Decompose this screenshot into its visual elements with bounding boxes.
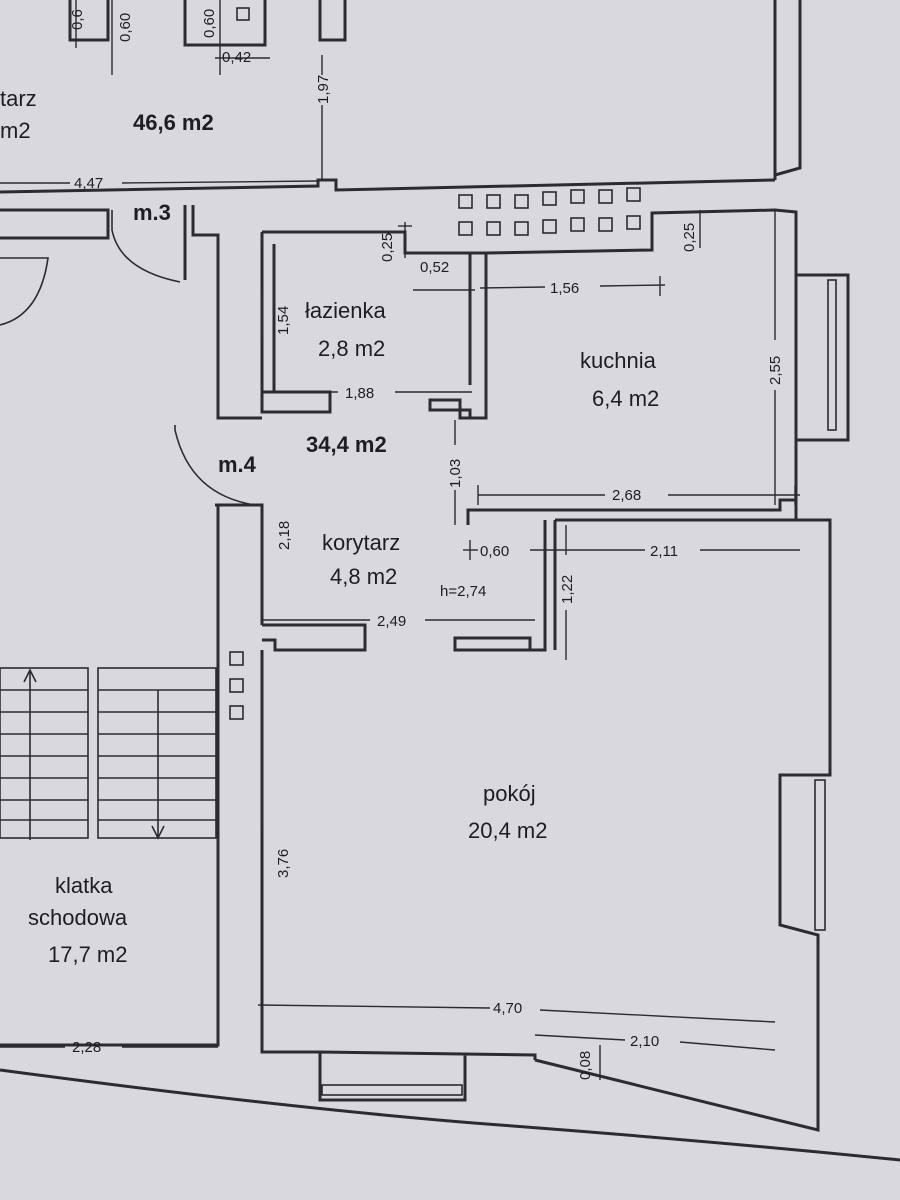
dimension-labels: 4,47 1,97 0,6 0,60 0,60 0,42 0,25 0,52 1… [69, 9, 784, 1080]
vent-duct [458, 194, 473, 209]
dim-label: 2,28 [72, 1039, 101, 1056]
vent-duct [229, 678, 244, 693]
vent-duct [570, 217, 585, 232]
flat-label-m4: m.4 [218, 452, 257, 477]
wall-bottom [318, 1050, 537, 1102]
window-bottom [321, 1084, 463, 1096]
dim-label: 0,60 [201, 9, 218, 38]
window-kitchen [827, 279, 837, 431]
dim-label: 4,47 [74, 175, 103, 192]
dim-label: 0,25 [681, 223, 698, 252]
vent-duct [514, 221, 529, 236]
vent-duct [542, 191, 557, 206]
stair-treads [0, 689, 216, 821]
vent-duct [598, 217, 613, 232]
dim-label: 1,88 [345, 385, 374, 402]
room-area-bathroom: 2,8 m2 [318, 336, 385, 361]
vent-duct [514, 194, 529, 209]
dim-label: 0,52 [420, 259, 449, 276]
vent-duct [570, 189, 585, 204]
wall-hall-left [0, 390, 332, 1054]
room-name-staircase-2: schodowa [28, 905, 128, 930]
dim-label: 2,11 [650, 543, 678, 560]
vent-duct [542, 219, 557, 234]
doors [0, 210, 256, 506]
room-area-top-left: m2 [0, 118, 31, 143]
dim-label: 2,68 [612, 487, 641, 504]
room-name-bathroom: łazienka [305, 298, 386, 323]
dim-label: 0,6 [69, 9, 86, 30]
walls [0, 0, 900, 1162]
room-name-corridor: korytarz [322, 530, 400, 555]
dim-label: 2,55 [767, 356, 784, 385]
stairs-up-arrow [23, 668, 37, 840]
room-name-top-left: tarz [0, 86, 37, 111]
dim-label: 2,49 [377, 613, 406, 630]
ceiling-height: h=2,74 [440, 583, 486, 600]
wall-m3-partition [0, 205, 262, 420]
room-name-staircase-1: klatka [55, 873, 113, 898]
flat-area-m4: 34,4 m2 [306, 432, 387, 457]
vent-duct [598, 189, 613, 204]
flat-label-m3: m.3 [133, 200, 171, 225]
dim-label: 2,18 [276, 521, 293, 550]
wall-upper-left [68, 0, 267, 47]
room-name-kitchen: kuchnia [580, 348, 657, 373]
vent-duct [626, 187, 641, 202]
wall-upper-pillar [318, 0, 347, 42]
dim-label: 1,03 [447, 459, 464, 488]
flat-area-m3: 46,6 m2 [133, 110, 214, 135]
vent-duct [626, 215, 641, 230]
vent-duct [236, 7, 250, 21]
wall-corridor [262, 518, 796, 652]
wall-bottom-curve [0, 1068, 900, 1162]
dim-label: 0,60 [117, 13, 134, 42]
wall-kitchen [428, 208, 798, 525]
dim-label: 1,54 [275, 306, 292, 335]
dim-label: 2,10 [630, 1033, 659, 1050]
door-m3 [111, 210, 181, 283]
dim-label: 0,60 [480, 543, 509, 560]
dim-label: 4,70 [493, 1000, 522, 1017]
stairs-flight-left [0, 667, 89, 839]
dim-label: 1,56 [550, 280, 579, 297]
staircase [0, 667, 217, 840]
ventilation-ducts [229, 7, 641, 720]
vent-duct [458, 221, 473, 236]
door-m3-left [0, 257, 49, 326]
wall-right [534, 212, 850, 1132]
window-room [814, 779, 826, 931]
room-area-corridor: 4,8 m2 [330, 564, 397, 589]
room-name-living: pokój [483, 781, 536, 806]
dim-label: 0,42 [222, 49, 251, 66]
stairs-flight-right [97, 667, 217, 839]
dim-label: 0,08 [577, 1051, 594, 1080]
dimension-lines [0, 0, 800, 1080]
room-area-kitchen: 6,4 m2 [592, 386, 659, 411]
room-area-living: 20,4 m2 [468, 818, 548, 843]
vent-duct [229, 705, 244, 720]
dim-label: 1,22 [559, 575, 576, 604]
vent-duct [229, 651, 244, 666]
dim-label: 0,25 [379, 233, 396, 262]
stairs-down-arrow [151, 690, 165, 840]
wall-top [0, 178, 776, 194]
dim-label: 3,76 [275, 849, 292, 878]
dim-label: 1,97 [315, 75, 332, 104]
wall-top-right [773, 0, 802, 180]
room-area-staircase: 17,7 m2 [48, 942, 128, 967]
door-m4 [174, 425, 256, 506]
vent-duct [486, 194, 501, 209]
vent-duct [486, 221, 501, 236]
